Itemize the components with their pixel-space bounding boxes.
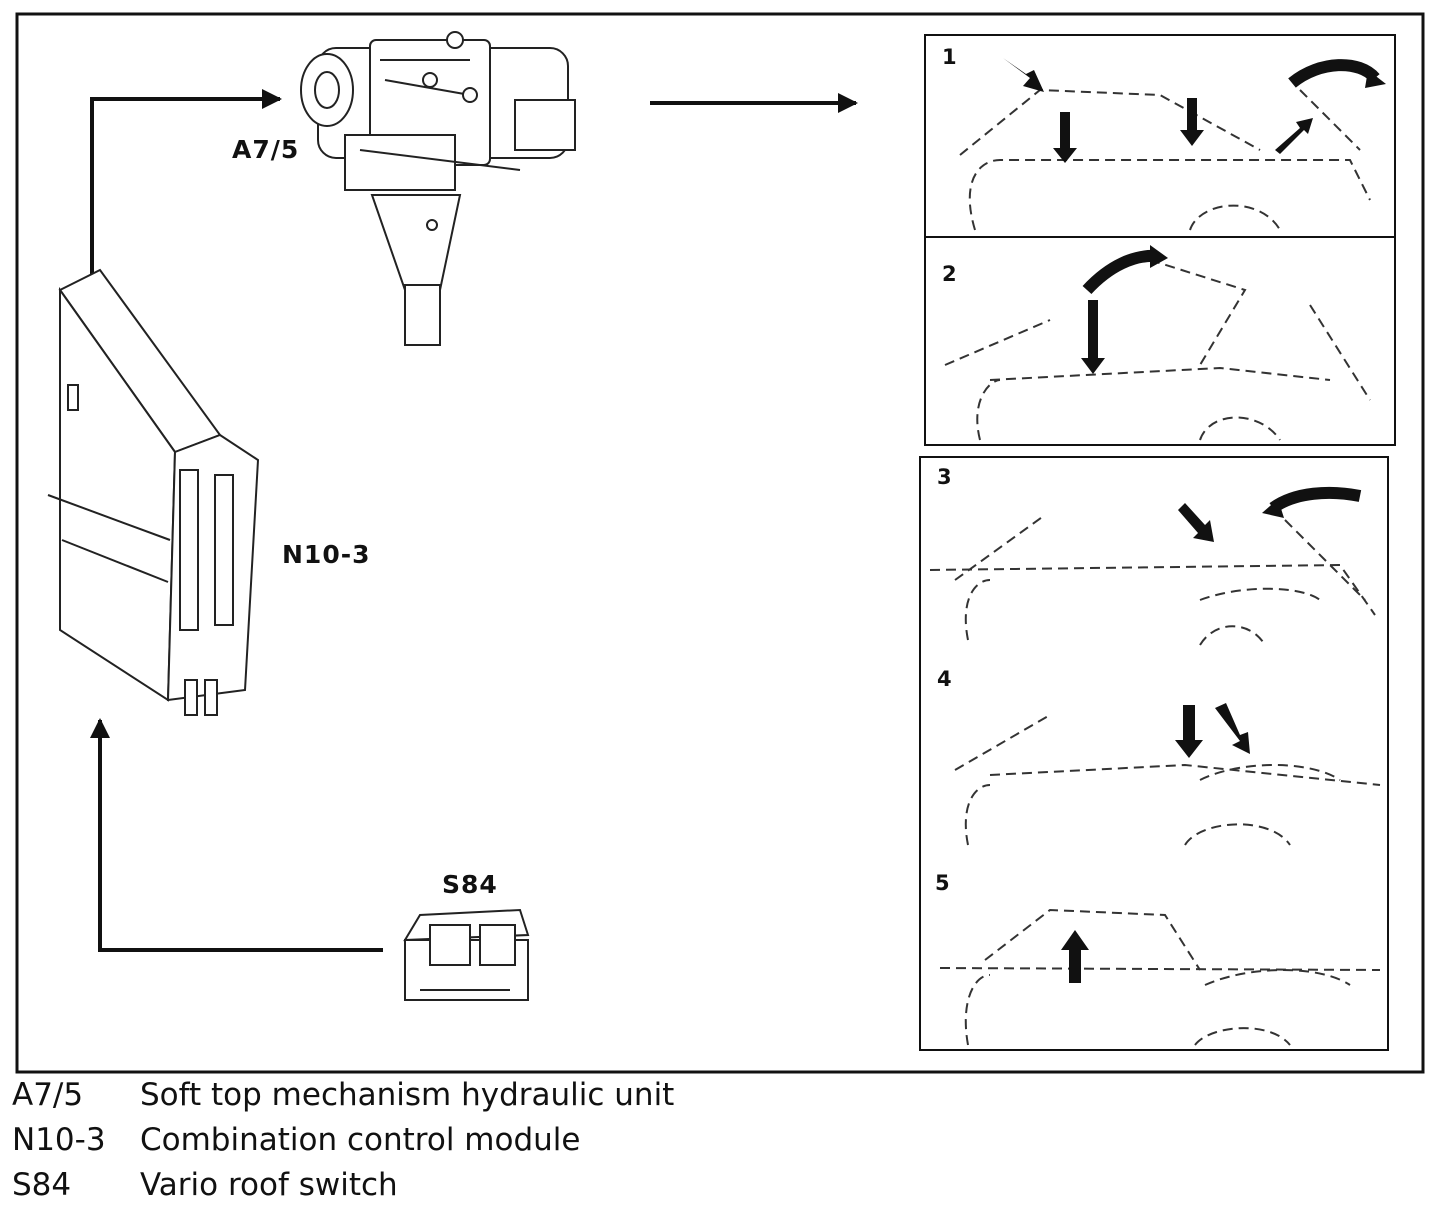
diagram-frame [15, 12, 1425, 1074]
legend-row-a7-5: A7/5 Soft top mechanism hydraulic unit [12, 1072, 674, 1117]
step-1-number: 1 [942, 45, 957, 69]
legend: A7/5 Soft top mechanism hydraulic unit N… [12, 1072, 674, 1207]
hydraulic-unit-label: A7/5 [232, 135, 299, 164]
legend-description: Vario roof switch [140, 1166, 398, 1203]
legend-description: Combination control module [140, 1121, 581, 1158]
control-module-drawing [47, 268, 260, 716]
arrow-switch-to-module [90, 718, 383, 952]
control-module-label: N10-3 [282, 540, 370, 569]
legend-row-s84: S84 Vario roof switch [12, 1162, 674, 1207]
arrow-module-to-hydraulic [90, 89, 282, 345]
legend-description: Soft top mechanism hydraulic unit [140, 1076, 675, 1113]
step-3-number: 3 [937, 465, 952, 489]
hydraulic-unit-drawing [300, 31, 576, 346]
step-5-number: 5 [935, 871, 950, 895]
flow-arrows [90, 89, 858, 952]
legend-row-n10-3: N10-3 Combination control module [12, 1117, 674, 1162]
step-2: 2 [942, 245, 1371, 441]
step-1: 1 [942, 45, 1386, 231]
step-2-number: 2 [942, 262, 957, 286]
step-4-number: 4 [937, 667, 952, 691]
legend-code: N10-3 [12, 1121, 106, 1158]
sequence-box-upper [924, 34, 1396, 446]
sequence-box-lower [919, 456, 1389, 1051]
legend-code: A7/5 [12, 1076, 84, 1113]
roof-switch-drawing [403, 908, 530, 1001]
roof-switch-label: S84 [442, 870, 498, 899]
step-5: 5 [935, 871, 1381, 1046]
step-3: 3 [929, 465, 1376, 646]
step-4: 4 [937, 667, 1381, 846]
legend-code: S84 [12, 1166, 72, 1203]
